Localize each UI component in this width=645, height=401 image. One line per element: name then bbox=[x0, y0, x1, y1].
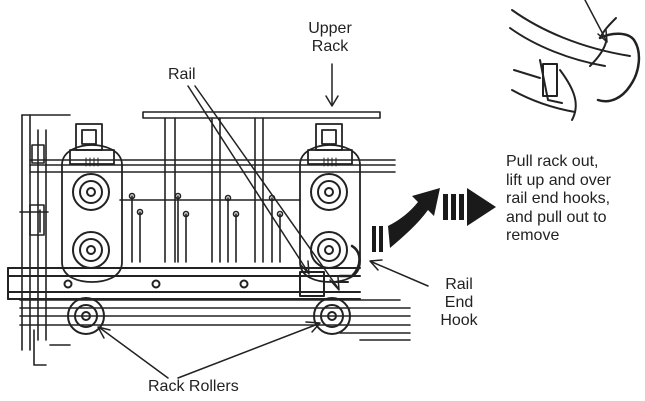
instruction-line-5: remove bbox=[506, 227, 560, 244]
roller-wheel-icon bbox=[67, 173, 351, 335]
leader-lines bbox=[97, 63, 429, 379]
instruction-line-3: rail end hooks, bbox=[506, 190, 611, 207]
rail-end-hook-label-line-1: Rail bbox=[445, 276, 473, 293]
removal-instructions: Pull rack out, lift up and over rail end… bbox=[506, 153, 611, 246]
rail-end-hook-label-line-3: Hook bbox=[440, 312, 478, 329]
rail-end-hook-label: Rail End Hook bbox=[428, 276, 490, 330]
rail-end-hook-label-line-2: End bbox=[444, 294, 474, 311]
upper-rack-label: Upper Rack bbox=[300, 20, 360, 56]
instruction-line-2: lift up and over bbox=[506, 171, 611, 189]
hook-detail-inset bbox=[509, 0, 641, 121]
rail bbox=[7, 244, 361, 300]
upper-rack-label-line-2: Rack bbox=[311, 38, 349, 55]
left-roller-bracket bbox=[61, 123, 123, 283]
rack-rollers-label: Rack Rollers bbox=[148, 378, 239, 395]
rail-label: Rail bbox=[168, 66, 196, 83]
instruction-line-1: Pull rack out, bbox=[506, 153, 599, 170]
instruction-line-4: and pull out to bbox=[506, 208, 607, 226]
direction-arrow-icon bbox=[372, 188, 496, 252]
upper-rack-label-line-1: Upper bbox=[308, 20, 352, 37]
